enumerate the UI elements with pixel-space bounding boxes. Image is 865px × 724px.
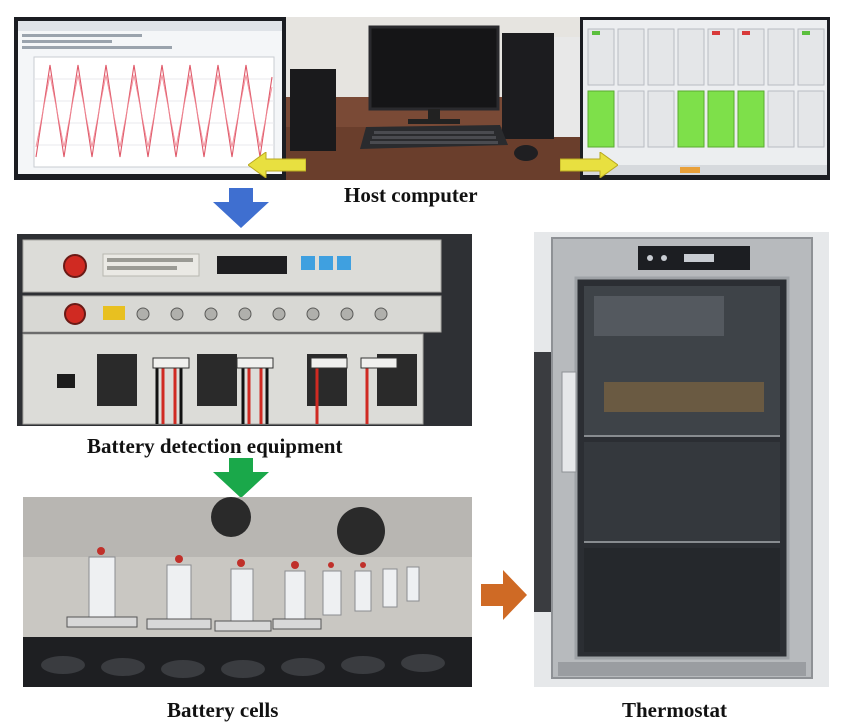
caption-battery-cells: Battery cells xyxy=(167,698,279,722)
thermostat-chamber-photo xyxy=(534,232,829,687)
monitor-chart-photo xyxy=(14,17,286,180)
battery-cells-photo xyxy=(23,497,472,687)
battery-tester-photo xyxy=(17,234,472,426)
arrow-left-icon xyxy=(248,152,306,178)
caption-host-computer: Host computer xyxy=(344,183,478,207)
arrow-down-icon xyxy=(213,188,269,228)
arrow-down-icon xyxy=(213,458,269,498)
arrow-right-icon xyxy=(481,570,527,620)
desktop-computer-photo xyxy=(286,17,580,180)
arrow-right-icon xyxy=(560,152,618,178)
monitor-status-photo xyxy=(580,17,830,180)
caption-thermostat: Thermostat xyxy=(622,698,727,722)
caption-battery-detection-equipment: Battery detection equipment xyxy=(87,434,343,458)
